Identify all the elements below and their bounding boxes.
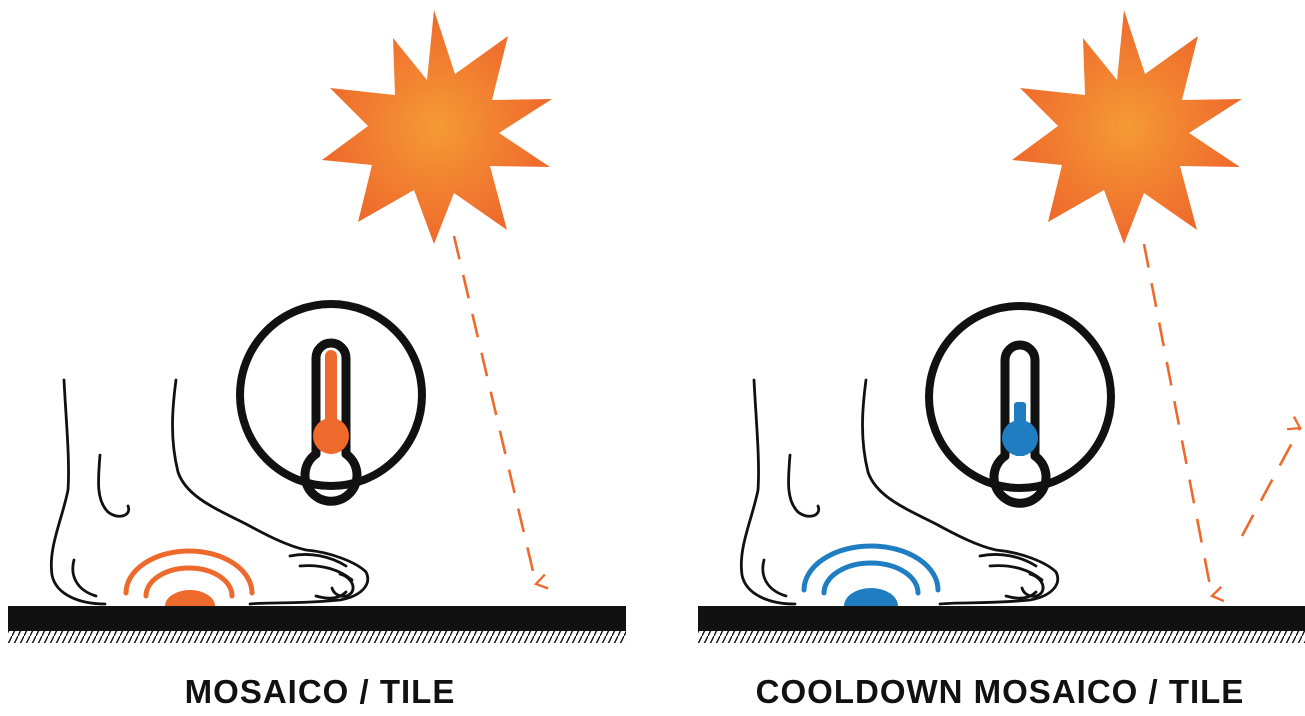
sun-icon bbox=[1012, 10, 1242, 244]
sunlight-ray-arrow bbox=[454, 236, 536, 584]
thermometer-hot-icon bbox=[240, 304, 422, 501]
caption-standard-tile: MOSAICO / TILE bbox=[100, 668, 540, 716]
panel-left bbox=[8, 10, 626, 643]
cool-waves-icon bbox=[804, 546, 938, 606]
floor-hatching bbox=[8, 631, 626, 643]
caption-cooldown-tile: COOLDOWN MOSAICO / TILE bbox=[700, 668, 1300, 716]
floor-hatching bbox=[698, 631, 1305, 643]
tile-floor bbox=[8, 606, 626, 631]
tile-floor bbox=[698, 606, 1305, 631]
sun-icon bbox=[322, 10, 552, 244]
reflected-ray-arrow bbox=[1242, 428, 1300, 536]
heat-waves-icon bbox=[126, 551, 252, 606]
panel-right bbox=[698, 10, 1305, 643]
thermometer-cool-icon bbox=[929, 306, 1111, 503]
sunlight-ray-arrow bbox=[1144, 244, 1212, 596]
